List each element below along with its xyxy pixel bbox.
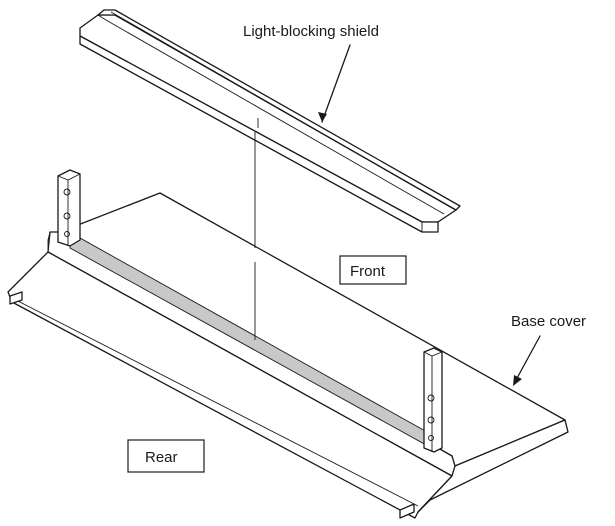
front-label: Front [350, 263, 386, 280]
base-cover-label: Base cover [511, 313, 586, 330]
shield-leader-arrow [318, 112, 327, 122]
rear-label: Rear [145, 449, 178, 466]
front-label-box [339, 255, 407, 285]
shield-label: Light-blocking shield [243, 23, 379, 40]
base-cover-leader-arrow [513, 375, 522, 386]
rear-label-box [127, 439, 205, 473]
base-cover-leader-line [515, 335, 541, 381]
left-bracket [57, 169, 81, 247]
alignment-line [254, 118, 259, 340]
light-blocking-shield [79, 9, 461, 233]
shield-leader-line [321, 44, 351, 123]
right-bracket [423, 347, 443, 453]
